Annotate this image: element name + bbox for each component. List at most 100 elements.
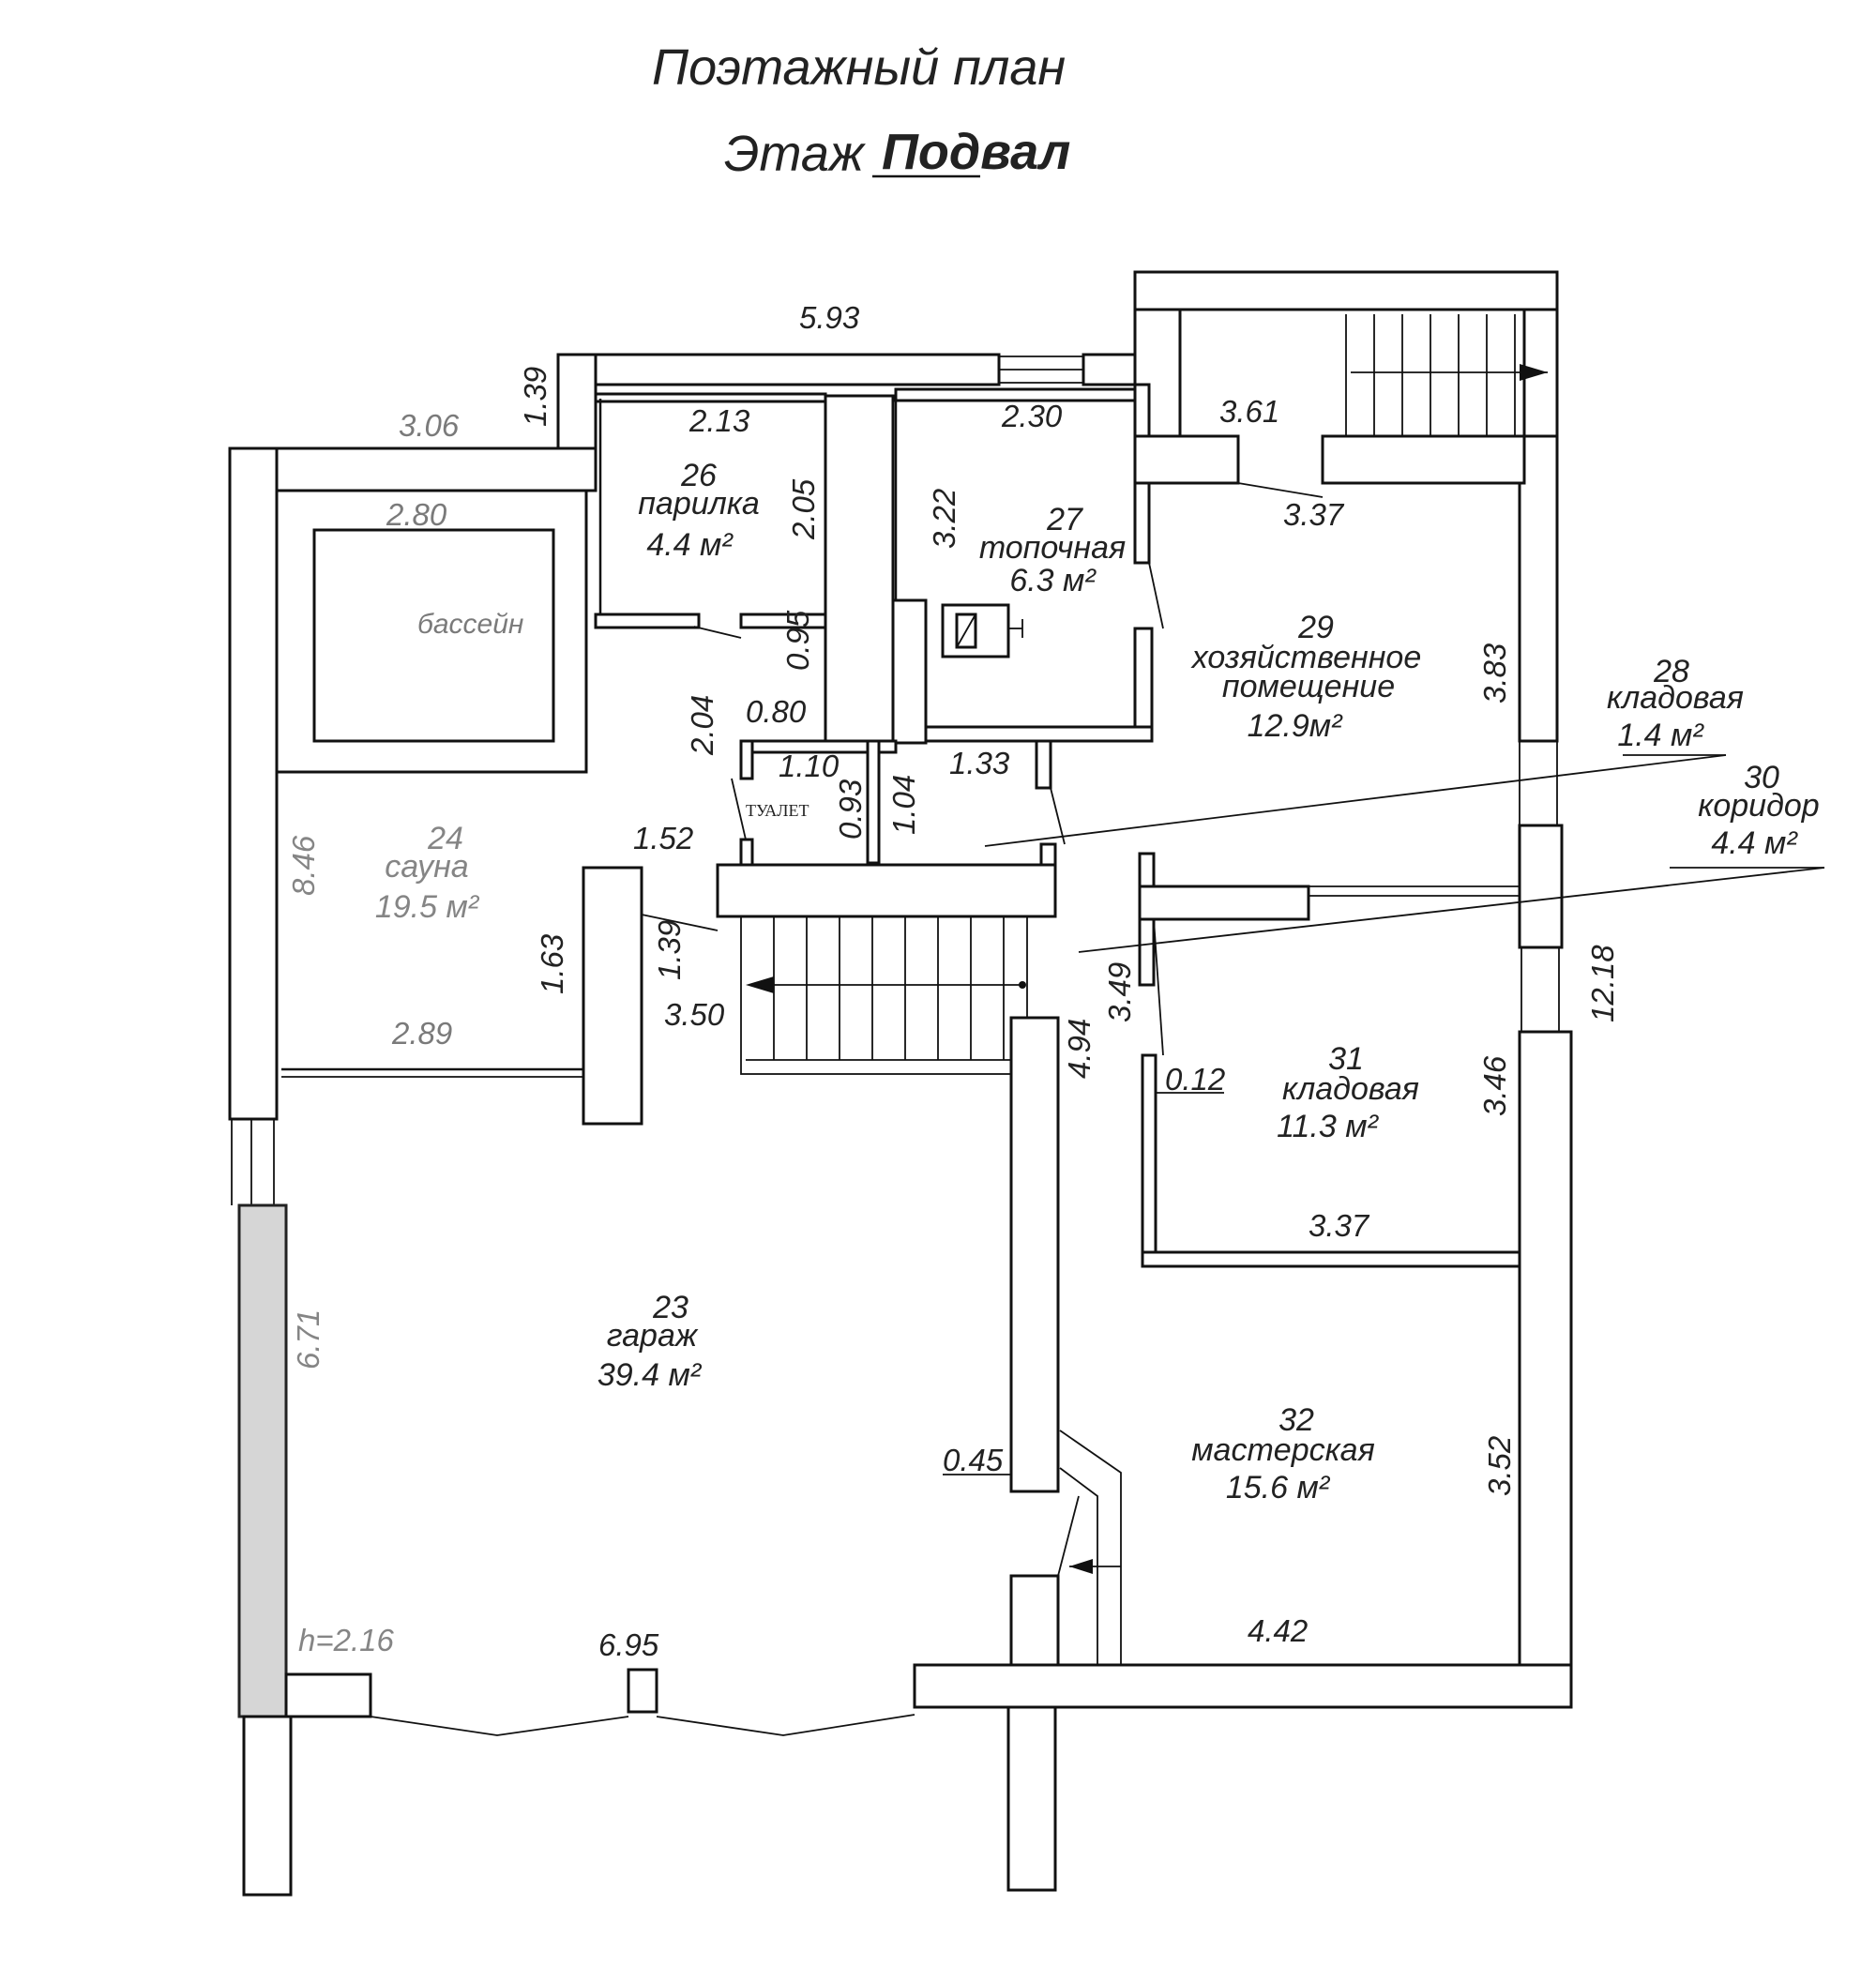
wall-center-column	[824, 394, 895, 745]
svg-text:хозяйственное: хозяйственное	[1190, 640, 1422, 675]
door-hoz	[1050, 787, 1066, 845]
wall-center-step	[891, 598, 928, 745]
leader-28	[984, 754, 1727, 847]
wall-upper-left	[228, 446, 598, 492]
wall-bottom-post	[1006, 1705, 1057, 1892]
wall-klad31-beam	[1138, 885, 1310, 921]
svg-text:мастерская: мастерская	[1191, 1432, 1374, 1468]
door-sauna	[641, 914, 719, 931]
dim-6-95: 6.95	[598, 1627, 659, 1662]
garage-door-right	[656, 1714, 915, 1736]
svg-text:сауна: сауна	[385, 849, 468, 885]
dim-3-49: 3.49	[1102, 962, 1137, 1022]
svg-text:4.4 м²: 4.4 м²	[646, 527, 734, 563]
dim-2-89: 2.89	[391, 1016, 452, 1051]
svg-text:27: 27	[1046, 502, 1083, 537]
wall-toilet-right	[866, 739, 881, 865]
wall-left-lower	[242, 1715, 293, 1897]
room-27: 27 топочная 6.3 м²	[979, 502, 1126, 598]
wall-right-1	[1518, 434, 1559, 743]
svg-text:29: 29	[1297, 610, 1334, 645]
dim-6-71: 6.71	[291, 1309, 325, 1369]
svg-text:4.4 м²: 4.4 м²	[1711, 825, 1798, 861]
wall-central-lower	[1009, 1574, 1060, 1667]
dim-1-39a: 1.39	[518, 367, 552, 427]
wall-hoz-step	[1133, 434, 1240, 485]
svg-text:топочная: топочная	[979, 530, 1126, 566]
dim-3-37a: 3.37	[1283, 497, 1345, 532]
dim-2-13: 2.13	[688, 403, 750, 438]
svg-text:гараж: гараж	[607, 1318, 699, 1354]
svg-text:парилка: парилка	[638, 486, 760, 522]
dim-4-94: 4.94	[1062, 1019, 1097, 1079]
wall-top	[556, 353, 1001, 386]
dim-0-93: 0.93	[833, 779, 868, 840]
svg-text:32: 32	[1278, 1402, 1314, 1438]
wall-right-3	[1518, 1030, 1573, 1709]
wall-topoch-right-lower	[1133, 627, 1154, 743]
dim-2-05: 2.05	[786, 478, 821, 540]
svg-text:15.6 м²: 15.6 м²	[1226, 1470, 1331, 1505]
door-topoch	[1148, 562, 1164, 629]
door-toilet	[731, 778, 747, 840]
stair-landing	[716, 863, 1057, 918]
svg-text:24: 24	[427, 821, 463, 856]
wall-stair-top	[1133, 270, 1559, 311]
vent-shaft-2	[1059, 1467, 1098, 1665]
dim-0-95: 0.95	[780, 610, 815, 671]
dim-3-52: 3.52	[1482, 1436, 1517, 1496]
wall-sauna-right	[582, 866, 643, 1126]
wall-left-garage	[237, 1203, 288, 1718]
plan-title: Поэтажный план	[652, 39, 1066, 96]
pool	[312, 528, 555, 743]
svg-text:12.9м²: 12.9м²	[1248, 708, 1343, 744]
dim-3-22: 3.22	[927, 489, 961, 549]
dim-1-33: 1.33	[949, 746, 1010, 780]
dim-1-52: 1.52	[633, 821, 693, 855]
stair-lower	[740, 915, 1028, 1075]
dim-3-46: 3.46	[1477, 1055, 1512, 1116]
room-24: 24 сауна 19.5 м²	[375, 821, 480, 925]
svg-text:кладовая: кладовая	[1282, 1071, 1419, 1107]
room-31: 31 кладовая 11.3 м²	[1277, 1041, 1419, 1144]
dim-12-18: 12.18	[1585, 945, 1620, 1022]
dim-0-80: 0.80	[746, 694, 807, 729]
dim-1-63: 1.63	[535, 933, 569, 994]
svg-text:28: 28	[1653, 654, 1689, 689]
wall-toilet-post	[739, 739, 754, 780]
svg-text:26: 26	[680, 458, 717, 493]
dim-2-30: 2.30	[1001, 399, 1063, 433]
dim-0-12: 0.12	[1165, 1062, 1225, 1097]
svg-text:19.5 м²: 19.5 м²	[375, 889, 480, 925]
dim-1-04: 1.04	[886, 775, 921, 835]
room-29: 29 хозяйственное помещение 12.9м²	[1190, 610, 1422, 744]
floor-value: Подвал	[882, 124, 1070, 180]
height-label: h=2.16	[298, 1623, 394, 1657]
svg-text:1.4 м²: 1.4 м²	[1617, 718, 1704, 753]
toilet-label: ТУАЛЕТ	[746, 801, 809, 820]
room-32: 32 мастерская 15.6 м²	[1191, 1402, 1374, 1505]
wall-bottom-right	[913, 1663, 1573, 1709]
svg-text:30: 30	[1744, 760, 1779, 795]
dim-8-46: 8.46	[286, 835, 321, 896]
door-parilka	[693, 626, 742, 639]
dim-3-06: 3.06	[399, 408, 460, 443]
wall-central	[1009, 1016, 1060, 1493]
wall-right-2	[1518, 824, 1564, 949]
wall-left-upper	[228, 446, 279, 1121]
dim-2-80: 2.80	[386, 497, 447, 532]
wall-klad31-bottom	[1141, 1250, 1521, 1268]
vent-shaft-1	[1059, 1430, 1122, 1665]
dim-1-39b: 1.39	[652, 920, 687, 980]
vent-arrow-head	[1069, 1559, 1093, 1574]
leader-30	[1078, 867, 1825, 953]
svg-text:кладовая: кладовая	[1607, 680, 1744, 716]
dim-4-42: 4.42	[1248, 1613, 1308, 1648]
wall-parilka-top	[594, 392, 827, 403]
dim-2-04: 2.04	[685, 695, 719, 756]
dim-3-61: 3.61	[1219, 394, 1279, 429]
wall-hoz-bottom-post	[1035, 739, 1052, 790]
svg-text:11.3 м²: 11.3 м²	[1277, 1109, 1379, 1144]
svg-text:коридор: коридор	[1698, 788, 1819, 824]
wall-parilka-bottom-1	[594, 613, 701, 629]
